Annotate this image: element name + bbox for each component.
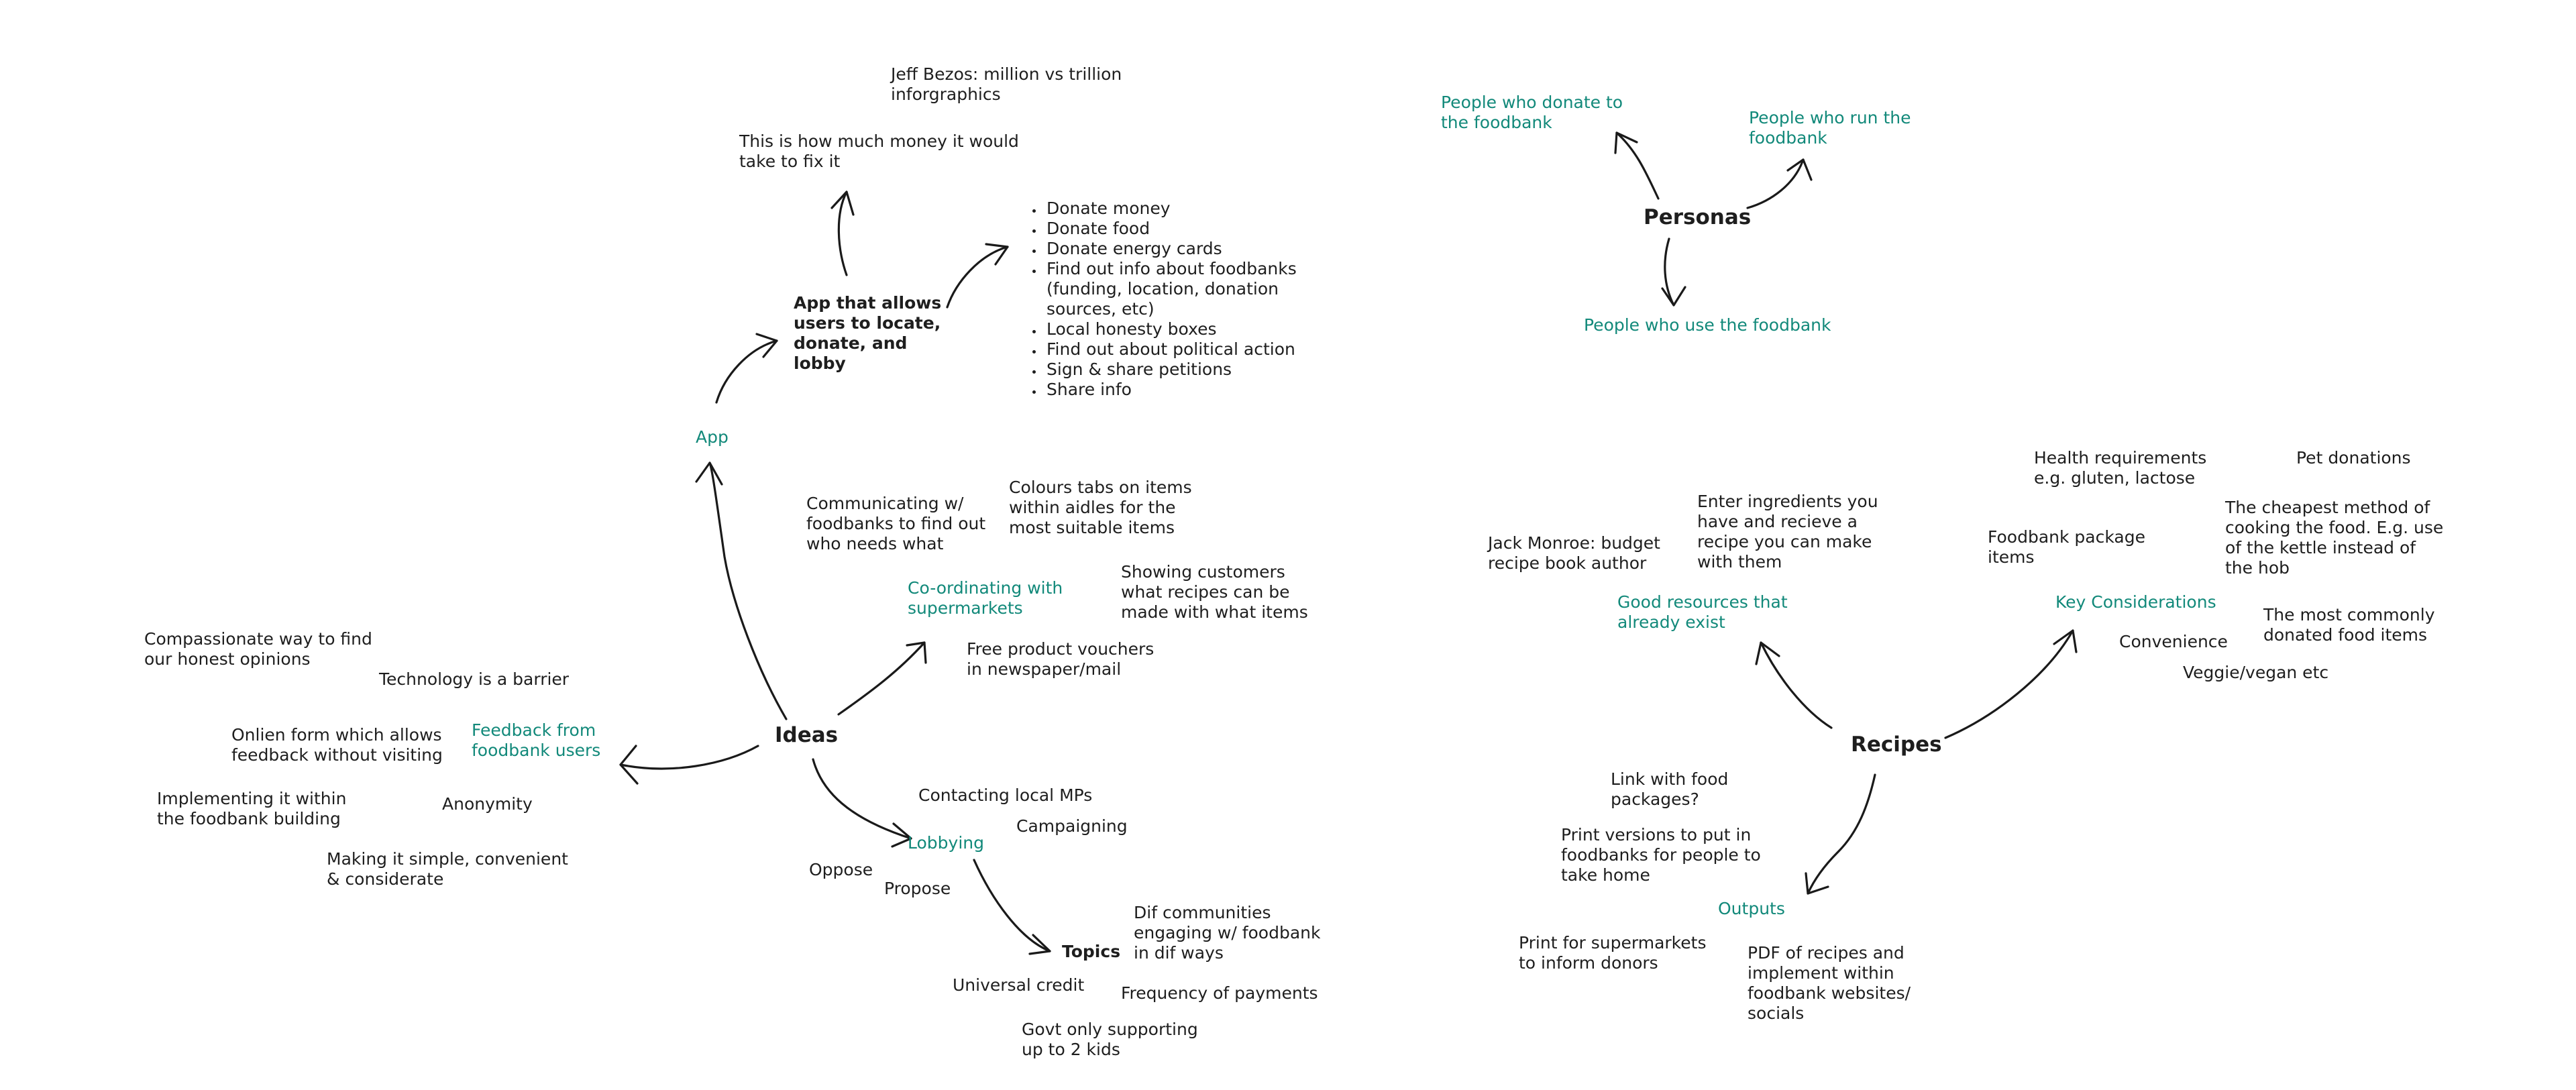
coordinating-node[interactable]: Co-ordinating with supermarkets (908, 578, 1063, 618)
persona-run[interactable]: People who run the foodbank (1749, 108, 1911, 148)
feedback-node[interactable]: Feedback from foodbank users (472, 720, 601, 760)
pdf-recipes-note: PDF of recipes and implement within food… (1748, 943, 1911, 1023)
key-considerations-node[interactable]: Key Considerations (2055, 592, 2216, 612)
communicating-note: Communicating w/ foodbanks to find out w… (806, 494, 986, 553)
print-supermarkets-note: Print for supermarkets to inform donors (1519, 933, 1707, 973)
arrow-ideas-to-lobbying (812, 758, 912, 848)
feature-item: Find out info about foodbanks (funding, … (1044, 259, 1339, 319)
enter-ingredients-note: Enter ingredients you have and recieve a… (1697, 492, 1878, 571)
arrow-personas-to-donate (1614, 131, 1660, 200)
pet-donations-note: Pet donations (2296, 448, 2411, 468)
fix-money-note: This is how much money it would take to … (739, 131, 1019, 171)
arrow-recipes-to-resources (1755, 641, 1833, 729)
arrow-ideas-to-app (695, 461, 788, 720)
health-note: Health requirements e.g. gluten, lactose (2034, 448, 2207, 488)
arrow-personas-to-run (1746, 158, 1813, 209)
ideas-node[interactable]: Ideas (775, 723, 839, 747)
vouchers-note: Free product vouchers in newspaper/mail (967, 639, 1155, 679)
app-main-node[interactable]: App that allows users to locate, donate,… (794, 293, 942, 373)
veggie-note: Veggie/vegan etc (2183, 663, 2329, 682)
persona-donate[interactable]: People who donate to the foodbank (1441, 93, 1623, 132)
app-node[interactable]: App (696, 427, 729, 447)
recipes-node[interactable]: Recipes (1851, 732, 1942, 757)
lobbying-node[interactable]: Lobbying (908, 833, 984, 853)
arrow-main-to-fix (830, 190, 855, 276)
arrow-app-to-main (715, 333, 778, 404)
persona-use[interactable]: People who use the foodbank (1584, 315, 1831, 335)
feature-item: Sign & share petitions (1044, 360, 1339, 380)
feature-item: Donate food (1044, 219, 1339, 239)
convenience-note: Convenience (2119, 632, 2228, 651)
arrow-ideas-to-coordinating (837, 641, 927, 716)
feature-item: Local honesty boxes (1044, 319, 1339, 339)
link-packages-note: Link with food packages? (1611, 769, 1729, 809)
jack-monroe-note: Jack Monroe: budget recipe book author (1488, 533, 1660, 573)
arrow-lobbying-to-topics (973, 859, 1051, 955)
propose-note: Propose (884, 879, 951, 898)
oppose-note: Oppose (809, 860, 873, 879)
feature-item: Donate money (1044, 199, 1339, 219)
arrow-personas-to-use (1661, 237, 1686, 307)
implementing-note: Implementing it within the foodbank buil… (157, 789, 347, 828)
communities-note: Dif communities engaging w/ foodbank in … (1134, 903, 1321, 963)
frequency-note: Frequency of payments (1121, 983, 1318, 1003)
govt-note: Govt only supporting up to 2 kids (1022, 1020, 1198, 1059)
showing-recipes-note: Showing customers what recipes can be ma… (1121, 562, 1308, 622)
arrow-ideas-to-feedback (619, 745, 759, 785)
mps-note: Contacting local MPs (918, 785, 1093, 805)
feature-item: Find out about political action (1044, 339, 1339, 360)
foodbank-package-note: Foodbank package items (1988, 527, 2145, 567)
arrow-recipes-to-outputs (1805, 773, 1876, 895)
topics-node[interactable]: Topics (1062, 942, 1121, 961)
app-features-list: Donate money Donate food Donate energy c… (1026, 199, 1339, 400)
compassionate-note: Compassionate way to find our honest opi… (144, 629, 372, 669)
simple-note: Making it simple, convenient & considera… (327, 849, 568, 889)
online-form-note: Onlien form which allows feedback withou… (231, 725, 443, 765)
arrow-recipes-to-key (1944, 629, 2078, 739)
most-donated-note: The most commonly donated food items (2263, 605, 2435, 645)
print-foodbanks-note: Print versions to put in foodbanks for p… (1561, 825, 1761, 885)
personas-node[interactable]: Personas (1644, 205, 1752, 229)
cheapest-method-note: The cheapest method of cooking the food.… (2225, 498, 2444, 578)
universal-credit-note: Universal credit (953, 975, 1085, 995)
feature-item: Share info (1044, 380, 1339, 400)
outputs-node[interactable]: Outputs (1718, 899, 1785, 918)
technology-note: Technology is a barrier (379, 669, 570, 689)
anonymity-note: Anonymity (442, 794, 533, 814)
campaigning-note: Campaigning (1016, 816, 1128, 836)
good-resources-node[interactable]: Good resources that already exist (1617, 592, 1788, 632)
bezos-note: Jeff Bezos: million vs trillion inforgra… (891, 64, 1122, 104)
colour-tabs-note: Colours tabs on items within aidles for … (1009, 478, 1192, 537)
feature-item: Donate energy cards (1044, 239, 1339, 259)
